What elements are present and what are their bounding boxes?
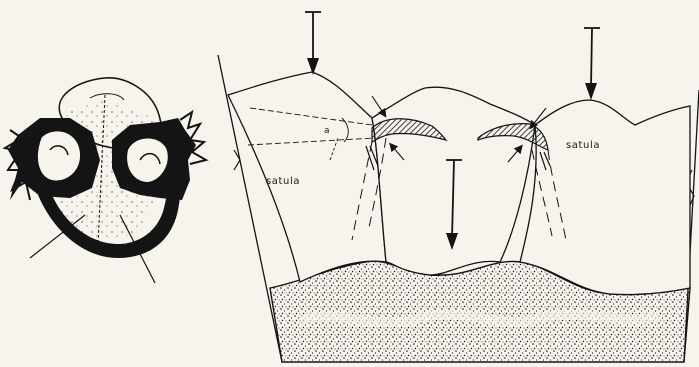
tooth-lateral-view: satula satula a bbox=[218, 12, 699, 362]
label-satula-right: satula bbox=[566, 140, 600, 151]
left-lobe-inner bbox=[38, 132, 79, 180]
force-arrow-left bbox=[305, 12, 321, 75]
pointer-arrow-1 bbox=[372, 96, 384, 114]
label-angle-a: a bbox=[324, 126, 330, 136]
label-satula-left: satula bbox=[266, 176, 300, 187]
force-arrow-right bbox=[584, 28, 600, 100]
saddle-right bbox=[520, 100, 690, 295]
tooth-cross-section bbox=[5, 78, 206, 283]
saddle-left bbox=[228, 72, 386, 282]
